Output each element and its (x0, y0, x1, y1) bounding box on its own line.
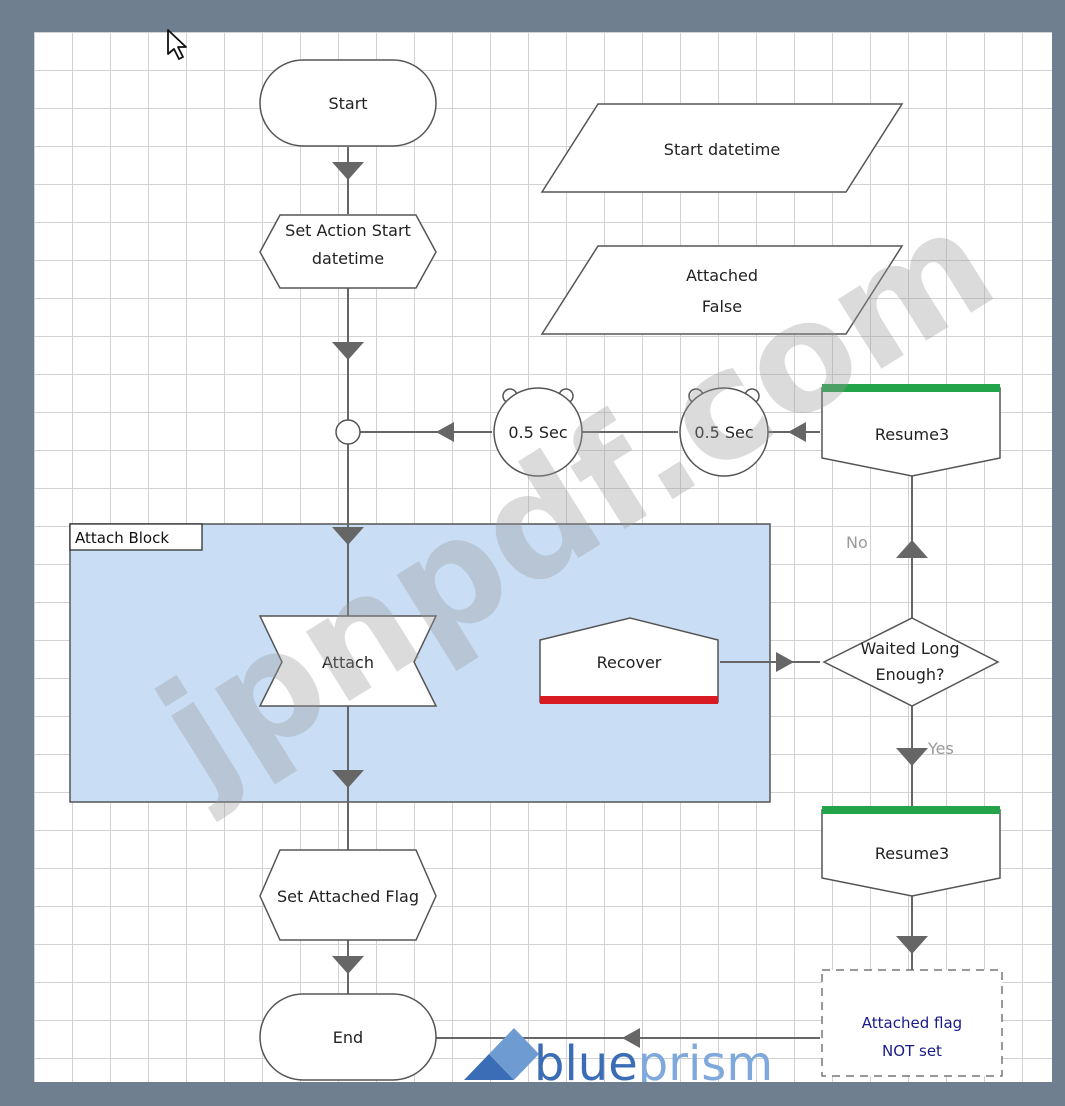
attach-block-title-box (69, 523, 203, 551)
arrowheads (332, 162, 928, 1048)
attach-block-title: Attach Block (75, 529, 169, 547)
wait-1-label: 0.5 Sec (508, 423, 567, 442)
wait-2-label: 0.5 Sec (694, 423, 753, 442)
start-datetime-data-item[interactable] (540, 103, 904, 193)
attached-flag-label-1: Attached flag (862, 1014, 962, 1032)
set-action-start-node[interactable] (259, 214, 437, 289)
set-attached-flag-node[interactable] (259, 849, 437, 941)
attach-label: Attach (322, 653, 374, 672)
resume-top-label: Resume3 (875, 425, 949, 444)
resume-top-green-bar (822, 384, 1000, 392)
flowchart-diagram: Attach Block Start Set Action Start date… (69, 59, 1022, 1082)
resume-node-top[interactable]: Resume3 (821, 384, 1001, 477)
resume-bottom-green-bar (822, 806, 1000, 814)
attach-node[interactable]: Attach (258, 615, 438, 707)
decision-label-2: Enough? (876, 665, 945, 684)
set-action-start-label-2: datetime (312, 249, 384, 268)
blueprism-logo: blueprism (464, 1028, 773, 1082)
end-node[interactable] (259, 993, 437, 1081)
recover-red-bar (540, 696, 718, 704)
set-attached-flag-label: Set Attached Flag (277, 887, 419, 906)
svg-text:blueprism: blueprism (534, 1036, 773, 1082)
flowchart-canvas: Attach Block Start Set Action Start date… (34, 32, 1052, 1082)
attached-flag-label-2: NOT set (882, 1042, 942, 1060)
attached-data-item[interactable] (540, 245, 904, 335)
start-label: Start (328, 94, 367, 113)
wait-node-2[interactable]: 0.5 Sec (679, 387, 769, 477)
start-datetime-label: Start datetime (664, 140, 780, 159)
attached-label-1: Attached (686, 266, 758, 285)
resume-bottom-label: Resume3 (875, 844, 949, 863)
brand-prism-text: prism (638, 1036, 773, 1082)
start-node[interactable] (259, 59, 437, 147)
brand-blue-text: blue (534, 1036, 638, 1082)
anchor-node[interactable] (335, 419, 361, 445)
recover-node[interactable]: Recover (539, 617, 719, 704)
set-action-start-label-1: Set Action Start (285, 221, 411, 240)
resume-node-bottom[interactable]: Resume3 (821, 806, 1001, 897)
recover-label: Recover (597, 653, 662, 672)
no-label: No (846, 533, 868, 552)
attached-label-2: False (702, 297, 742, 316)
end-label: End (333, 1028, 363, 1047)
wait-node-1[interactable]: 0.5 Sec (493, 387, 583, 477)
yes-label: Yes (927, 739, 954, 758)
decision-node[interactable]: Waited Long Enough? (822, 617, 1000, 707)
attached-flag-not-set-node[interactable]: Attached flag NOT set (821, 969, 1003, 1077)
decision-label-1: Waited Long (860, 639, 959, 658)
blueprism-mark-icon (464, 1028, 539, 1080)
